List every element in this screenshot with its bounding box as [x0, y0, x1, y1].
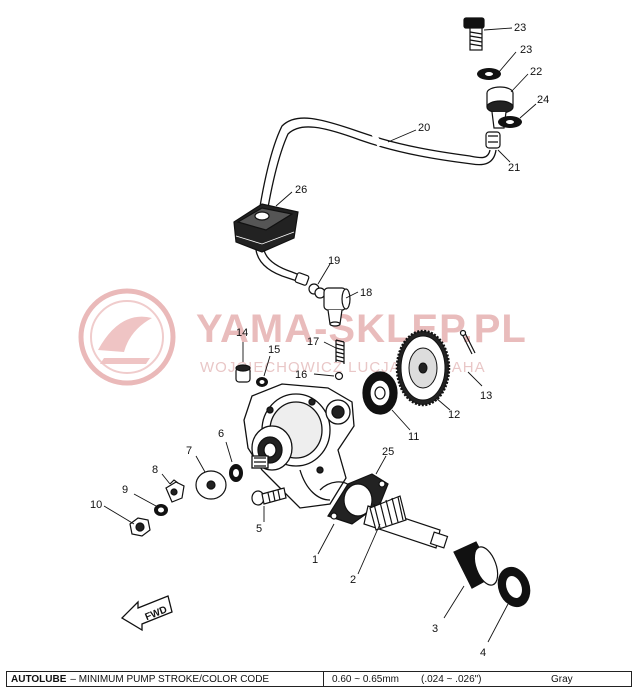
callout-13: 13 — [480, 390, 492, 402]
spec-color-code: Gray — [551, 673, 573, 685]
shaft-washer — [229, 464, 243, 482]
callout-23-upper: 23 — [520, 44, 532, 56]
spec-value-cell: 0.60 ~ 0.65mm (.024 ~ .026") — [324, 674, 541, 685]
bleed-bolt — [235, 364, 251, 383]
pump-spec-bar: AUTOLUBE – MINIMUM PUMP STROKE/COLOR COD… — [6, 671, 632, 687]
pump-gasket — [327, 473, 389, 525]
shaft-collar — [453, 541, 499, 589]
adjust-plate — [165, 479, 185, 503]
callout-11: 11 — [408, 431, 419, 443]
callout-14: 14 — [236, 327, 248, 339]
watermark-logo — [78, 288, 176, 386]
callout-numbers: 23 23 22 24 21 20 26 19 18 17 16 14 15 1… — [90, 22, 549, 659]
callout-4: 4 — [480, 647, 486, 659]
callout-5: 5 — [256, 523, 262, 535]
spec-color-cell: Gray — [541, 674, 631, 685]
pump-outlet-pipe — [255, 249, 303, 283]
pump-body — [243, 383, 355, 509]
callout-18: 18 — [360, 287, 372, 299]
callout-16: 16 — [295, 369, 307, 381]
plate-washer — [154, 504, 168, 516]
oil-seal — [362, 371, 398, 415]
banjo-elbow — [323, 287, 351, 327]
callout-7: 7 — [186, 445, 192, 457]
callout-23-lower: 24 — [537, 94, 549, 106]
union-bolt — [463, 17, 485, 51]
check-spring — [335, 339, 345, 364]
callout-24: 23 — [514, 22, 526, 34]
spec-value-mm: 0.60 ~ 0.65mm — [332, 673, 399, 685]
callout-2: 2 — [350, 574, 356, 586]
callout-9: 9 — [122, 484, 128, 496]
callout-8: 8 — [152, 464, 158, 476]
callout-21: 21 — [508, 162, 520, 174]
pipe-joint — [294, 272, 326, 299]
forward-arrow: FWD — [120, 595, 173, 632]
hose-clip — [485, 131, 501, 149]
washer-lower — [498, 116, 522, 128]
callout-22: 22 — [530, 66, 542, 78]
washer-upper — [477, 68, 501, 80]
mounting-screw — [251, 487, 287, 506]
callout-19: 19 — [328, 255, 340, 267]
check-ball — [334, 371, 344, 381]
gear-pin — [459, 329, 476, 355]
shaft-seal — [497, 566, 531, 608]
spec-label-cell: AUTOLUBE – MINIMUM PUMP STROKE/COLOR COD… — [7, 672, 324, 686]
callout-17: 17 — [307, 336, 319, 348]
callout-25: 26 — [295, 184, 307, 196]
adjust-pulley — [195, 470, 227, 500]
callout-6: 6 — [218, 428, 224, 440]
pipe-grommet — [233, 203, 299, 253]
callout-10: 10 — [90, 499, 102, 511]
spec-value-inch: (.024 ~ .026") — [420, 673, 482, 685]
oil-delivery-pipe — [255, 117, 497, 233]
callout-15: 15 — [268, 344, 280, 356]
drive-shaft — [363, 495, 449, 549]
lock-nut — [129, 517, 151, 537]
spec-title: AUTOLUBE — [11, 673, 67, 685]
callout-26: 25 — [382, 446, 394, 458]
callout-12: 12 — [448, 409, 460, 421]
callout-20: 20 — [418, 122, 430, 134]
callout-1: 1 — [312, 554, 318, 566]
pump-drive-gear — [395, 329, 451, 407]
spec-description: – MINIMUM PUMP STROKE/COLOR CODE — [70, 673, 270, 685]
callout-3: 3 — [432, 623, 438, 635]
bleed-washer — [256, 377, 268, 387]
leader-lines — [103, 27, 537, 643]
